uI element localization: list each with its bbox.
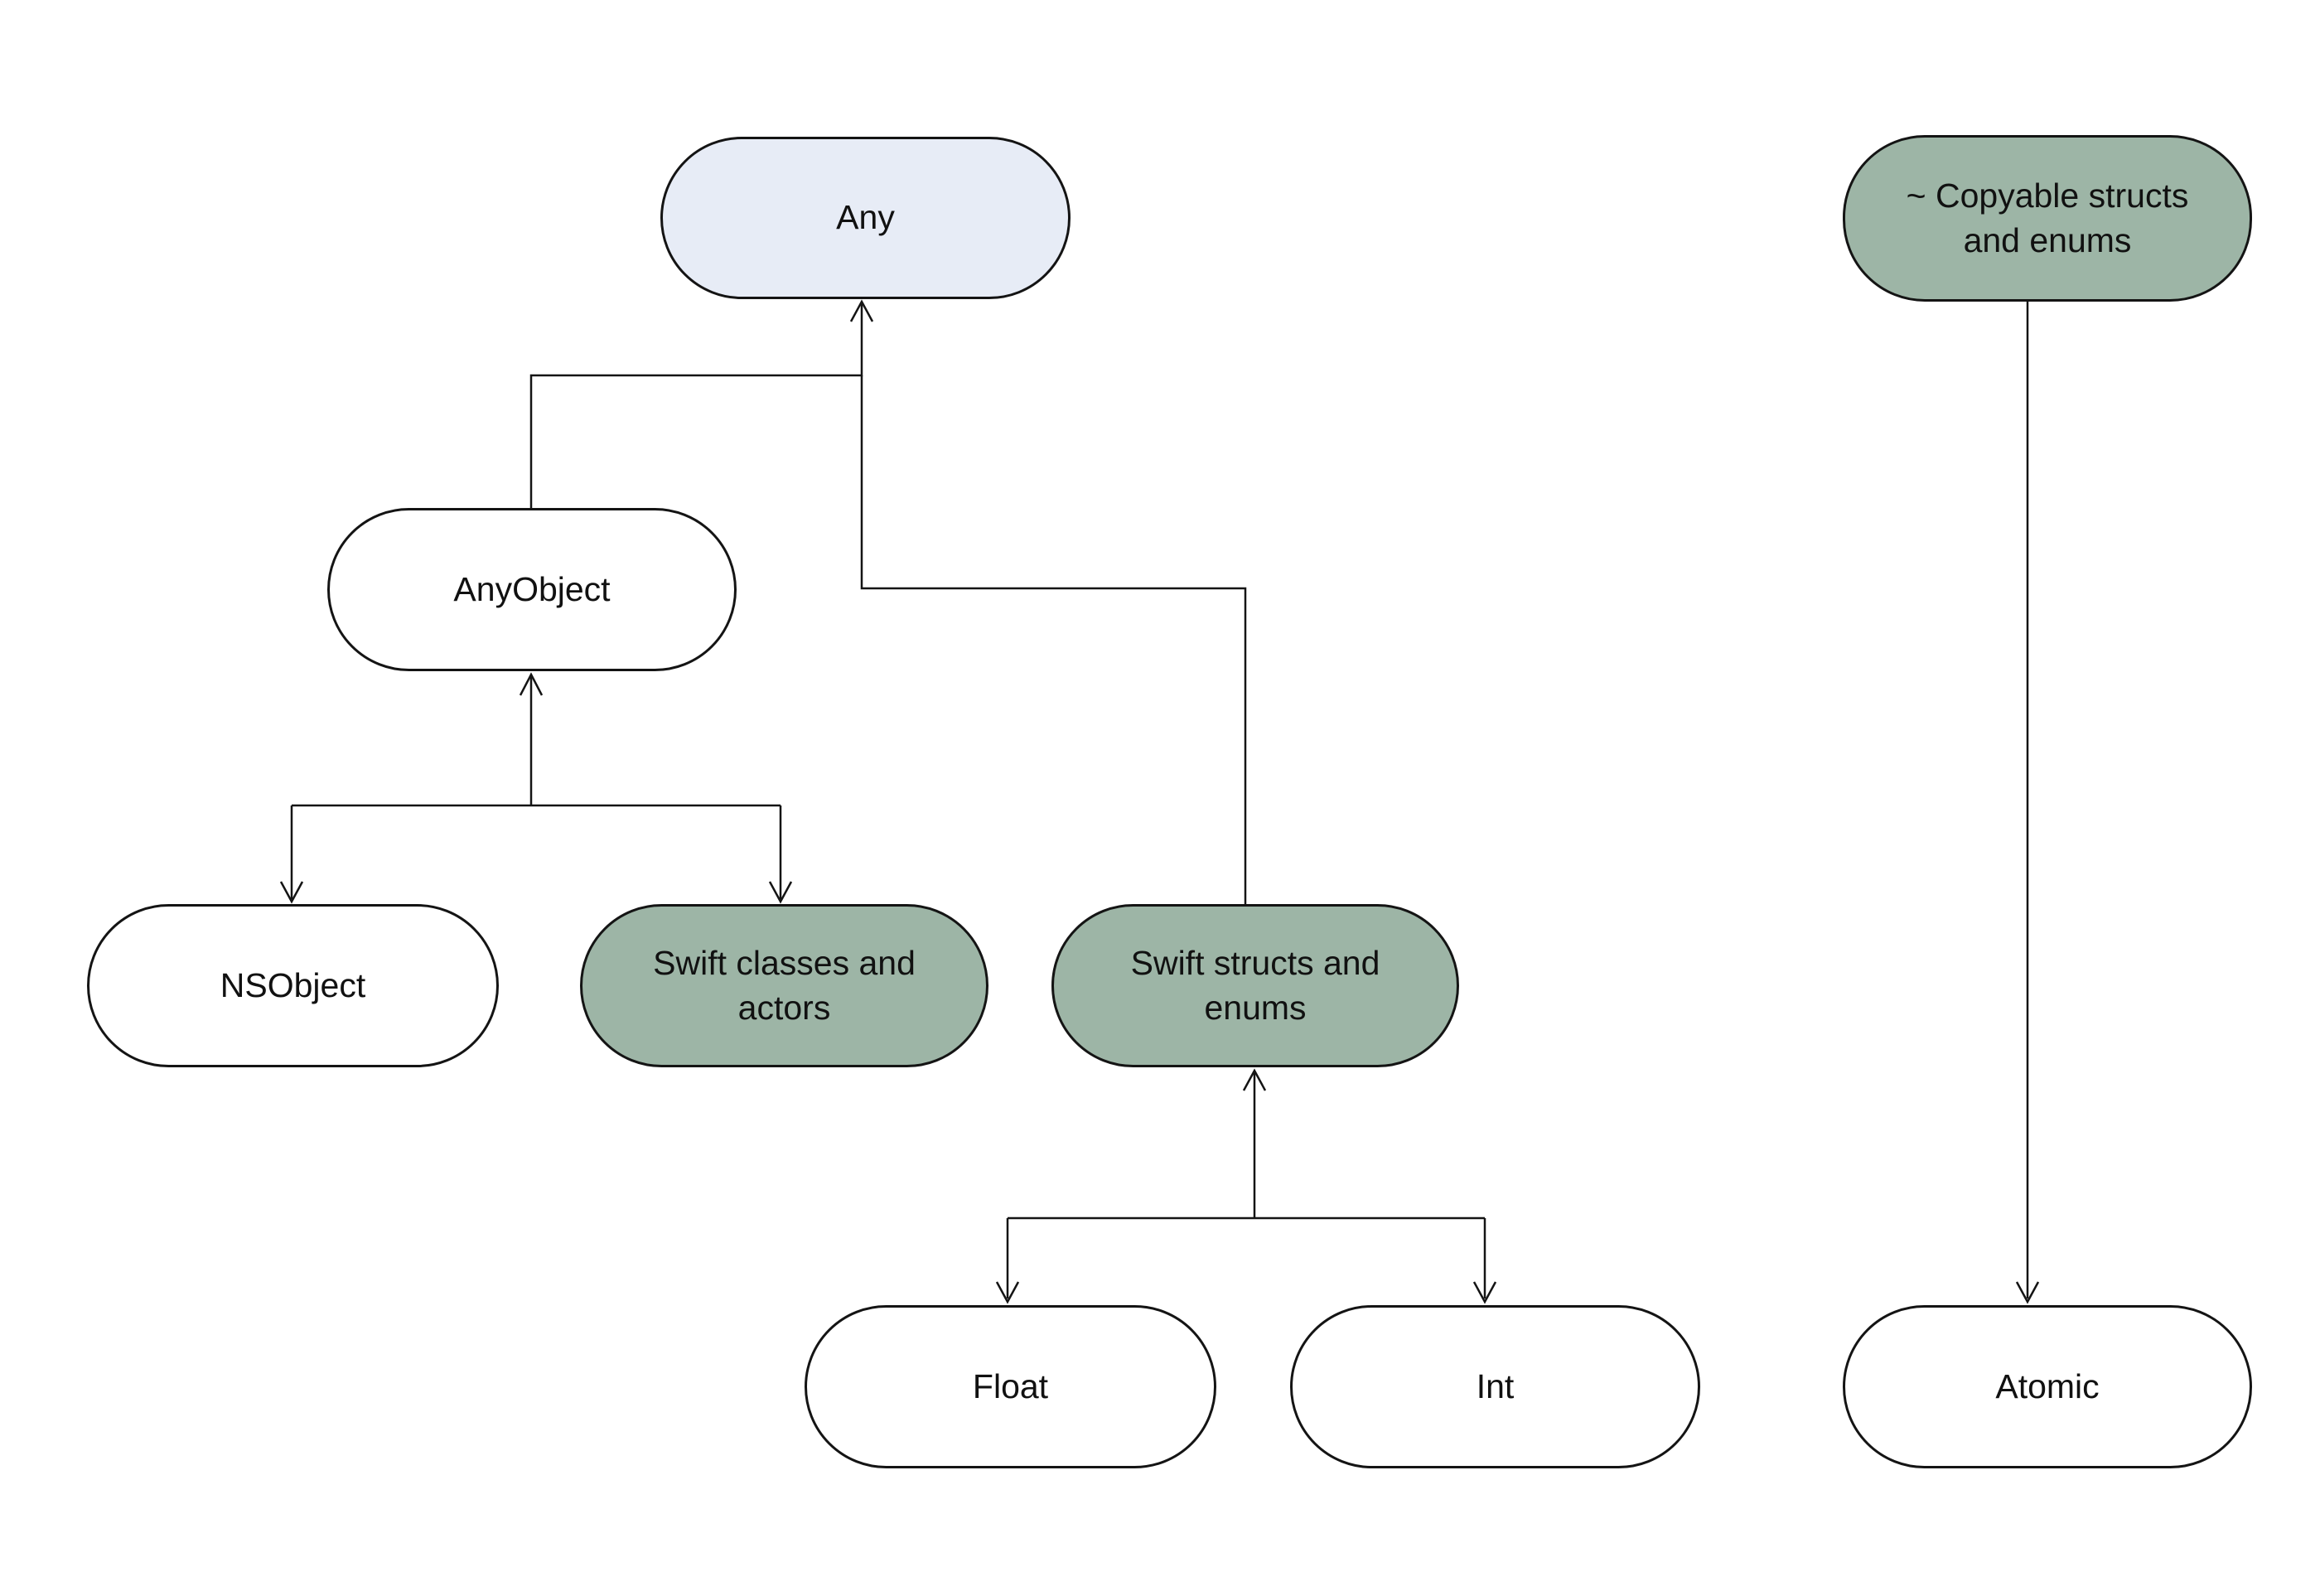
node-anyobject-label: AnyObject xyxy=(453,569,611,608)
edge-copyable-to-atomic xyxy=(2015,302,2040,1304)
node-swift-structs-label: Swift structs and enums xyxy=(1130,944,1380,1027)
node-swift-classes-and-actors[interactable]: Swift classes and actors xyxy=(580,904,988,1067)
edge-anyobject-to-any xyxy=(529,299,874,508)
node-atomic[interactable]: Atomic xyxy=(1843,1305,2252,1468)
node-copyable-label: ~ Copyable structs and enums xyxy=(1906,177,2189,259)
node-int-label: Int xyxy=(1476,1366,1515,1405)
node-nsobject-label: NSObject xyxy=(220,965,366,1004)
edge-anyobject-children xyxy=(279,672,793,904)
node-swift-classes-label: Swift classes and actors xyxy=(653,944,916,1027)
node-swift-structs-and-enums[interactable]: Swift structs and enums xyxy=(1051,904,1459,1067)
node-float-label: Float xyxy=(972,1366,1049,1405)
edge-swift-structs-children xyxy=(995,1068,1497,1304)
node-atomic-label: Atomic xyxy=(1995,1366,2100,1405)
node-int[interactable]: Int xyxy=(1290,1305,1700,1468)
node-any-label: Any xyxy=(836,198,895,237)
node-nsobject[interactable]: NSObject xyxy=(87,904,499,1067)
edge-swift-structs-to-any xyxy=(860,375,1247,904)
node-float[interactable]: Float xyxy=(805,1305,1216,1468)
node-copyable-structs-and-enums[interactable]: ~ Copyable structs and enums xyxy=(1843,135,2252,302)
node-any[interactable]: Any xyxy=(660,137,1071,299)
node-anyobject[interactable]: AnyObject xyxy=(327,508,737,671)
